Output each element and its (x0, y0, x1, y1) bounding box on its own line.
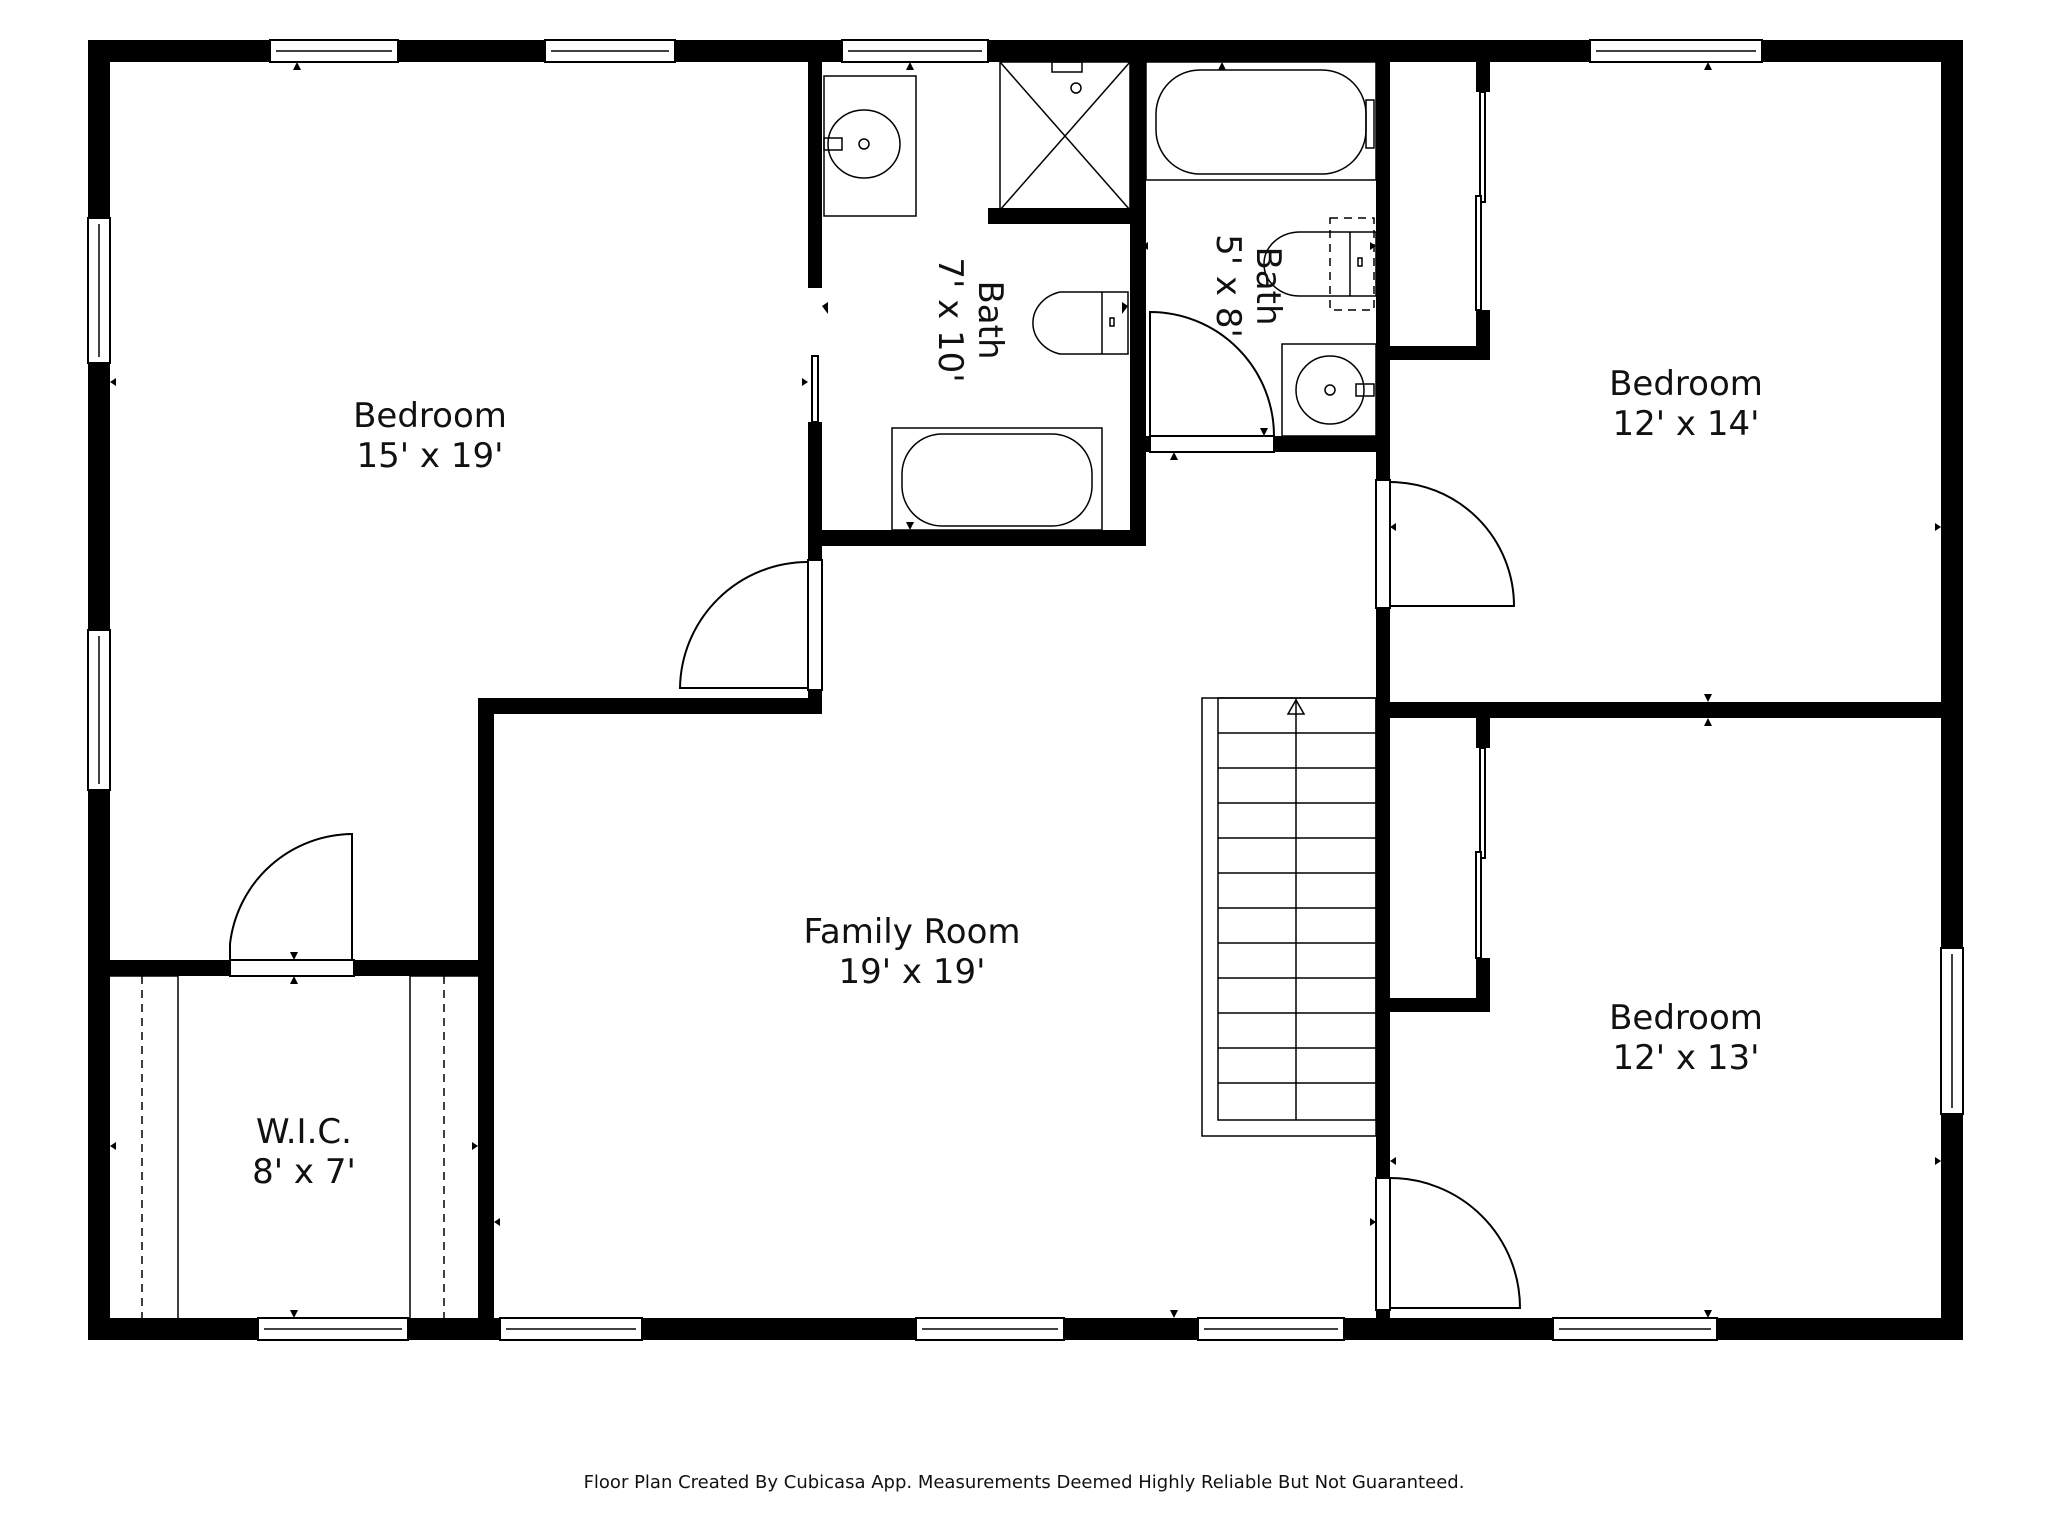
room-label-bedroom-se: Bedroom 12' x 13' (1586, 998, 1786, 1078)
interior-walls (88, 40, 1963, 1340)
room-dimensions: 8' x 7' (252, 1152, 356, 1192)
room-dimensions: 12' x 14' (1612, 404, 1760, 444)
doors (229, 91, 1522, 1311)
room-dimensions: 7' x 10' (930, 257, 970, 383)
room-dimensions: 15' x 19' (356, 436, 504, 476)
room-label-wic: W.I.C. 8' x 7' (204, 1112, 404, 1192)
room-name: Bedroom (1609, 364, 1763, 404)
dimension-markers (110, 62, 1941, 1318)
room-name: Bedroom (353, 396, 507, 436)
room-dimensions: 12' x 13' (1612, 1038, 1760, 1078)
room-name: Bath (1248, 246, 1288, 326)
staircase-icon (1201, 697, 1377, 1137)
room-name: Bath (970, 280, 1010, 360)
shower-icon (999, 61, 1131, 211)
closet-shelves (110, 975, 478, 1318)
room-dimensions: 5' x 8' (1208, 234, 1248, 338)
room-label-bath-master: Bath 7' x 10' (930, 220, 1010, 420)
toilet-icon (1263, 217, 1377, 311)
room-name: Family Room (803, 912, 1021, 952)
room-name: W.I.C. (256, 1112, 352, 1152)
fixtures (110, 61, 1377, 1318)
room-label-bedroom-master: Bedroom 15' x 19' (330, 396, 530, 476)
sink-icon (1281, 343, 1377, 437)
sink-icon (823, 75, 917, 217)
room-label-family-room: Family Room 19' x 19' (762, 912, 1062, 992)
room-label-bath-hall: Bath 5' x 8' (1208, 186, 1288, 386)
disclaimer-footer: Floor Plan Created By Cubicasa App. Meas… (583, 1472, 1465, 1493)
toilet-icon (1032, 291, 1129, 355)
bathtub-icon (1145, 61, 1377, 181)
room-name: Bedroom (1609, 998, 1763, 1038)
windows (87, 39, 1964, 1341)
room-label-bedroom-ne: Bedroom 12' x 14' (1586, 364, 1786, 444)
room-dimensions: 19' x 19' (838, 952, 986, 992)
bathtub-icon (891, 427, 1103, 531)
